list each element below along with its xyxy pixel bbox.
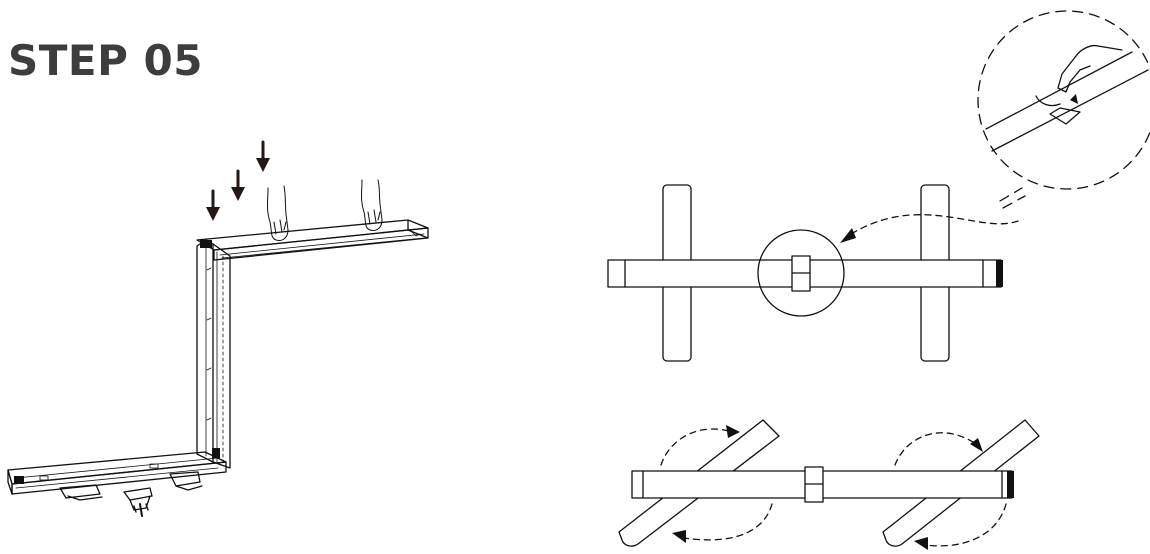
hand-icon — [267, 185, 289, 241]
top-beam — [196, 219, 429, 261]
left-leg-rotated — [618, 419, 780, 547]
curved-arrow-icon — [924, 503, 1007, 547]
top-view-frame — [607, 184, 1019, 362]
hand-icon — [361, 179, 383, 231]
hand-icon — [1057, 44, 1123, 93]
down-arrow-icon — [206, 189, 220, 221]
detail-view — [977, 10, 1150, 209]
down-arrow-icon — [256, 140, 270, 172]
curved-arrow-icon — [683, 503, 773, 541]
rotation-view — [618, 419, 1040, 550]
press-arrows — [206, 140, 270, 221]
frame-assembly — [7, 179, 429, 517]
curved-arrow-icon — [894, 432, 977, 466]
vertical-post — [196, 239, 231, 469]
mounting-bracket — [123, 487, 153, 517]
curved-arrow-icon — [847, 214, 1019, 237]
down-arrow-icon — [231, 169, 245, 201]
detail-dashed-circle — [977, 10, 1150, 190]
beam-feet — [59, 471, 203, 501]
right-leg-rotated — [882, 419, 1040, 547]
detail-callout-circle — [757, 229, 845, 317]
step-title: STEP 05 — [8, 36, 203, 85]
bottom-beam — [7, 451, 227, 495]
curved-arrow-icon — [660, 428, 733, 466]
